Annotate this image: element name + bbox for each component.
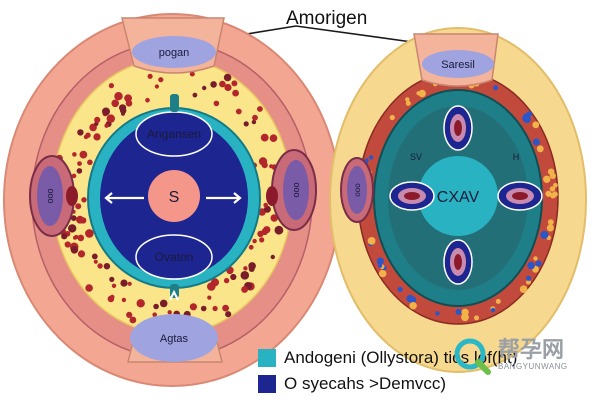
right-diagram: CXAV SV H Saresil ооо [329, 27, 587, 373]
left-side-oval-left: ооо [29, 155, 78, 237]
watermark: 帮孕网 BANGYUNWANG [450, 332, 600, 392]
left-bottom-cap-label: Agtas [160, 333, 189, 345]
title-connector-line [227, 25, 413, 43]
watermark-subtext: BANGYUNWANG [498, 362, 568, 371]
right-mark-top-right: H [513, 152, 520, 162]
left-inner-label: Angansen [147, 127, 201, 141]
left-side-label-left: ооо [45, 188, 55, 203]
left-bottom-arrow [169, 289, 179, 301]
right-center-label: CXAV [437, 189, 480, 206]
left-center-nucleus [148, 170, 200, 222]
legend-label-navy: O syecahs >Demvcc) [284, 374, 447, 393]
left-diagram: ооо ооо pogan Agtas Angansen S Ovaton [3, 13, 341, 387]
watermark-logo-icon [454, 338, 491, 375]
right-center-nucleus [418, 156, 498, 236]
left-side-oval-right: ооо [266, 149, 317, 231]
legend-item-navy: O syecahs >Demvcc) [258, 374, 446, 394]
right-side-oval-left: ооо [340, 157, 374, 223]
legend-swatch-navy [258, 375, 276, 393]
left-center-label: S [169, 189, 180, 206]
right-side-label-left: ооо [353, 183, 362, 197]
left-lower-label: Ovaton [155, 250, 194, 264]
left-top-cap-label: pogan [159, 47, 190, 59]
right-follicle-pods [389, 105, 543, 285]
left-arrows [104, 192, 242, 204]
left-top-connector [170, 94, 179, 112]
page-title: Amorigen [286, 8, 368, 29]
right-mark-top-left: SV [410, 152, 422, 162]
right-vessel-dots [359, 72, 558, 322]
right-top-cap-label: Saresil [441, 59, 475, 71]
watermark-text: 帮孕网 [498, 338, 565, 363]
left-side-label-right: ооо [291, 182, 301, 197]
left-lower-bubble [135, 234, 213, 280]
legend-swatch-teal [258, 349, 276, 367]
